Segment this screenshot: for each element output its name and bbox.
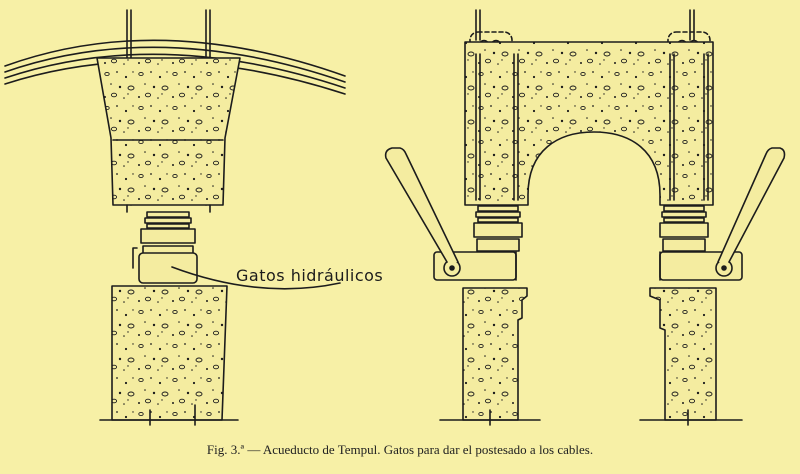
beam-cable-ducts [475, 53, 709, 201]
right-assembly-left-pier [462, 287, 528, 421]
right-assembly-right-pier [649, 287, 717, 421]
left-funnel-concrete [96, 57, 241, 206]
right-jack-lever [717, 147, 786, 263]
left-jack-upper [140, 228, 196, 244]
callout-leader [171, 266, 341, 290]
left-jack-lever [384, 147, 459, 263]
arch-beam-concrete [464, 41, 714, 206]
left-deck-curve [4, 39, 346, 95]
right-assembly [384, 9, 786, 426]
left-hydraulic-jack [138, 252, 198, 284]
figure-caption: Fig. 3.ª — Acueducto de Tempul. Gatos pa… [206, 442, 594, 457]
left-bearing-plates [144, 211, 192, 229]
callout-label: Gatos hidráulicos [236, 266, 383, 285]
right-assembly-left-bearings [473, 205, 523, 252]
right-assembly-right-bearings [659, 205, 709, 252]
right-cables [475, 9, 695, 41]
left-assembly [4, 9, 346, 426]
left-pier-concrete [111, 285, 228, 421]
